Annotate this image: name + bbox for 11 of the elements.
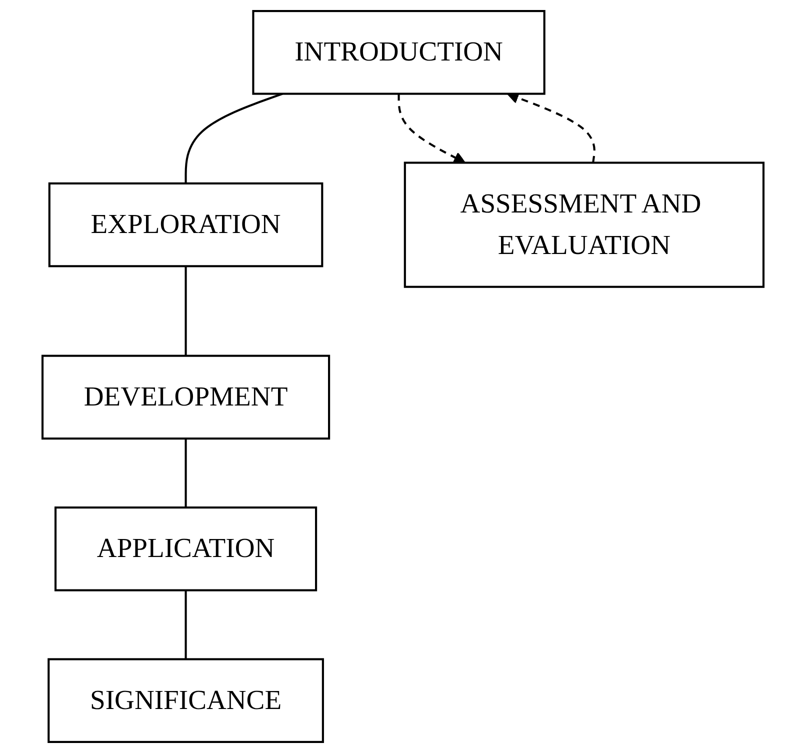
connector bbox=[184, 438, 187, 508]
node-box: SIGNIFICANCE bbox=[48, 658, 324, 743]
connector bbox=[184, 266, 187, 356]
node-box: INTRODUCTION bbox=[252, 10, 546, 95]
node-box: EXPLORATION bbox=[48, 182, 324, 268]
node-box: ASSESSMENT AND EVALUATION bbox=[404, 162, 765, 288]
arrow bbox=[398, 94, 466, 164]
node-box: DEVELOPMENT bbox=[41, 354, 330, 440]
connector bbox=[184, 92, 283, 184]
connector bbox=[184, 590, 187, 660]
node-box: APPLICATION bbox=[54, 506, 318, 592]
